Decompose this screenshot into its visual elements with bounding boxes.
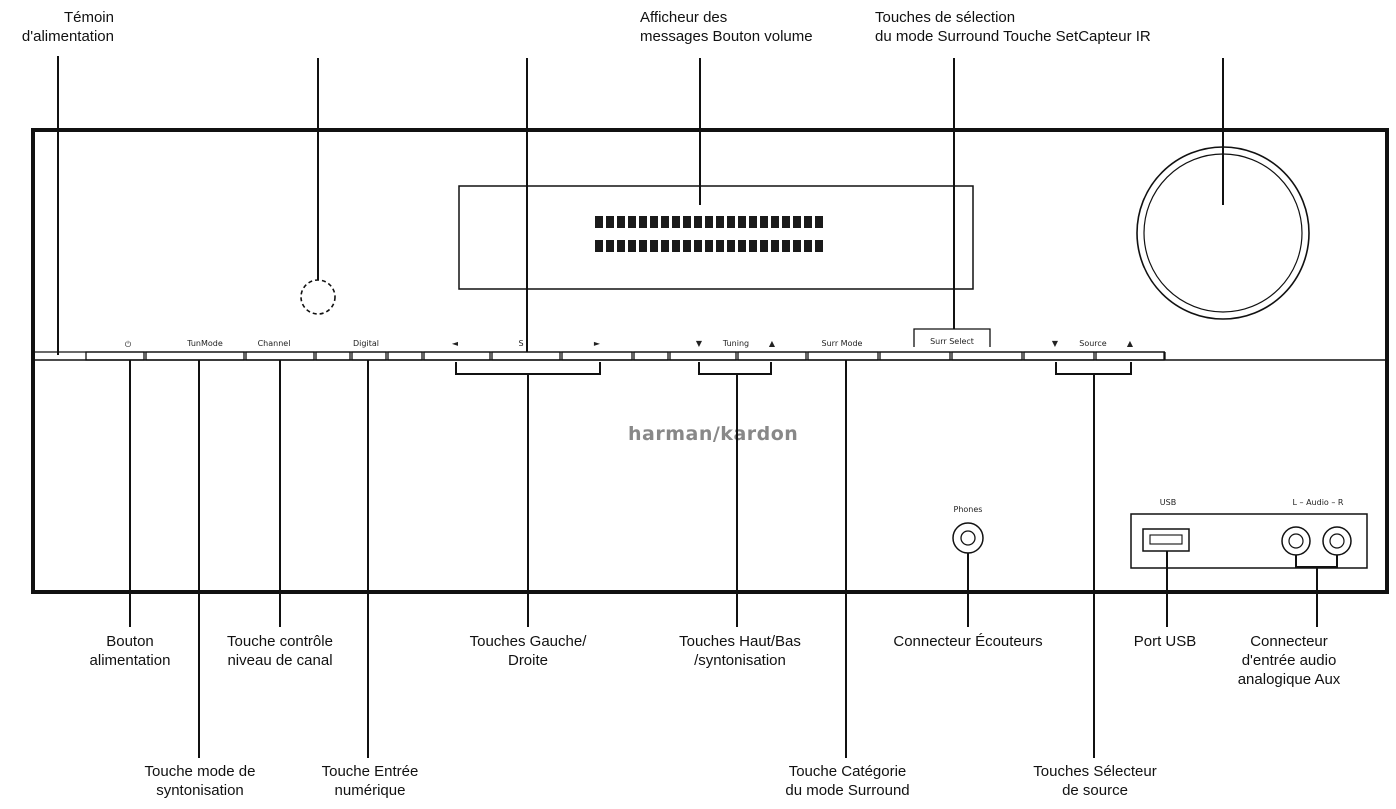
headphone-jack: Phones [952, 505, 984, 554]
right-arrow-label: ► [594, 339, 601, 348]
button-strip [33, 351, 1166, 361]
callout-touche-controle-canal: Touche contrôle niveau de canal [227, 633, 333, 669]
surr-select-frame [913, 328, 991, 347]
aux-left-jack-outer [1281, 526, 1311, 556]
tuning-down-label: ▼ [696, 339, 703, 348]
tuning-up-label: ▲ [769, 339, 776, 348]
source-down-button [1023, 351, 1095, 361]
brand-logo: harman/kardon [628, 423, 798, 445]
receiver-body [31, 128, 1389, 594]
callout-bouton-alimentation: Bouton alimentation [89, 633, 171, 669]
source-label: Source [1079, 339, 1107, 348]
strip-button-e [879, 351, 951, 361]
digital-label: Digital [353, 339, 379, 348]
phones-jack-outer [952, 522, 984, 554]
callout-port-usb: Port USB [1133, 633, 1197, 650]
tuning-label: Tuning [722, 339, 749, 348]
aux-right-jack-inner [1329, 533, 1345, 549]
bracket-gauche-droite [455, 362, 601, 375]
usb-label: USB [1160, 498, 1176, 507]
callout-touches-gauche-droite: Touches Gauche/ Droite [469, 633, 587, 669]
strip-button-b [387, 351, 423, 361]
callout-temoin-alimentation: Témoin d'alimentation [21, 9, 114, 45]
bracket-source [1055, 362, 1132, 375]
message-display [458, 185, 974, 290]
source-down-label: ▼ [1052, 339, 1059, 348]
display-segments [595, 216, 823, 252]
set-label: S [518, 339, 523, 348]
strip-button-a [315, 351, 351, 361]
tuning-down-button [669, 351, 737, 361]
phones-jack-inner [960, 530, 976, 546]
bracket-aux [1295, 555, 1338, 568]
callout-connecteur-ecouteurs: Connecteur Écouteurs [893, 633, 1043, 650]
callout-touches-haut-bas: Touches Haut/Bas /syntonisation [679, 633, 801, 669]
surr-select-label: Surr Select [930, 337, 974, 346]
callout-touche-categorie-surround: Touche Catégorie du mode Surround [785, 763, 910, 799]
usb-port-tongue [1149, 534, 1183, 545]
channel-label: Channel [258, 339, 291, 348]
set-button [491, 351, 561, 361]
callout-connecteur-aux: Connecteur d'entrée audio analogique Aux [1237, 633, 1341, 688]
surr-mode-label: Surr Mode [822, 339, 863, 348]
callout-afficheur-volume: Afficheur des messages Bouton volume [640, 9, 813, 45]
callout-touches-selecteur-source: Touches Sélecteur de source [1033, 763, 1157, 799]
leader-lines [57, 56, 1338, 758]
callout-touche-entree-numerique: Touche Entrée numérique [321, 763, 419, 799]
strip-button-c [423, 351, 491, 361]
callout-touche-mode-syntonisation: Touche mode de syntonisation [144, 763, 256, 799]
tunmode-button [145, 351, 245, 361]
ir-sensor [300, 279, 336, 315]
surr-mode-button [807, 351, 879, 361]
button-labels: ⏻ TunMode Channel Digital ◄ S ► ▼ Tuning… [125, 337, 1134, 349]
surr-select-button [951, 351, 1023, 361]
strip-button-d [633, 351, 669, 361]
source-up-button [1095, 351, 1165, 361]
right-arrow-button [561, 351, 633, 361]
power-button [85, 351, 145, 361]
bracket-haut-bas [698, 362, 772, 375]
aux-left-jack-inner [1288, 533, 1304, 549]
power-symbol: ⏻ [125, 340, 132, 349]
left-arrow-label: ◄ [452, 339, 459, 348]
aux-label: L – Audio – R [1293, 498, 1344, 507]
aux-right-jack-outer [1322, 526, 1352, 556]
digital-button [351, 351, 387, 361]
channel-button [245, 351, 315, 361]
usb-aux-frame [1130, 513, 1368, 569]
receiver-outline [31, 128, 1389, 594]
callout-touches-surround-set-ir: Touches de sélection du mode Surround To… [875, 9, 1151, 45]
phones-label: Phones [954, 505, 983, 514]
display-window [458, 185, 974, 290]
tunmode-label: TunMode [186, 339, 223, 348]
source-up-label: ▲ [1127, 339, 1134, 348]
tuning-up-button [737, 351, 807, 361]
